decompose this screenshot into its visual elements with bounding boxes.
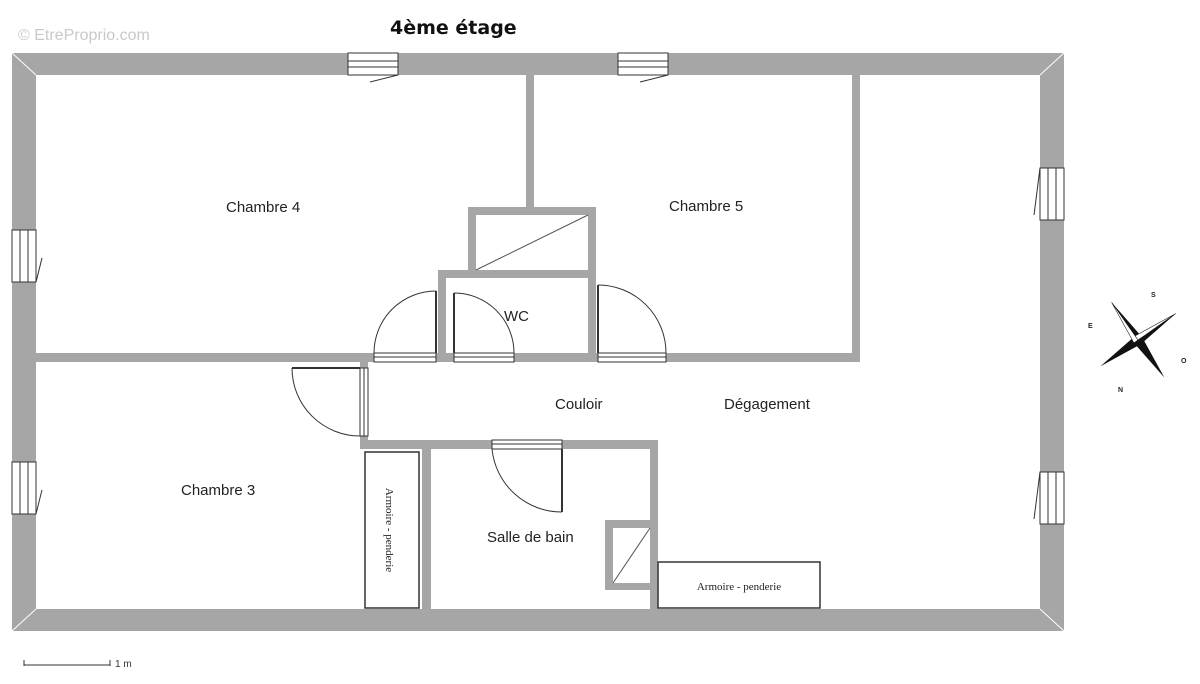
compass-s: S	[1151, 292, 1156, 299]
doors	[291, 284, 667, 513]
window-top-left	[347, 52, 399, 76]
room-wc: WC	[504, 308, 529, 325]
scale-bar: 1 m	[23, 659, 132, 670]
outer-walls	[11, 52, 1065, 632]
window-right-bottom	[1039, 471, 1065, 525]
window-left-top	[11, 229, 37, 283]
floor-title: 4ème étage	[390, 17, 517, 39]
windows	[11, 52, 1065, 525]
compass-rose: S O N E	[1088, 292, 1187, 394]
closet-diagonal	[475, 214, 589, 271]
armoire-horizontal-label: Armoire - penderie	[697, 581, 781, 593]
window-right-top	[1039, 167, 1065, 221]
armoire-vertical: Armoire - penderie	[364, 451, 420, 609]
armoire-vertical-label: Armoire - penderie	[383, 488, 395, 572]
scale-label: 1 m	[115, 659, 132, 670]
compass-o: O	[1181, 358, 1187, 365]
window-left-bottom	[11, 461, 37, 515]
room-chambre-3: Chambre 3	[181, 482, 255, 499]
room-couloir: Couloir	[555, 396, 603, 413]
room-salle-de-bain: Salle de bain	[487, 529, 574, 546]
compass-n: N	[1118, 387, 1123, 394]
compass-e: E	[1088, 323, 1093, 330]
room-chambre-4: Chambre 4	[226, 199, 300, 216]
watermark: © EtreProprio.com	[18, 27, 150, 44]
interior-walls	[36, 75, 860, 610]
armoire-horizontal: Armoire - penderie	[657, 561, 821, 609]
room-degagement: Dégagement	[724, 396, 811, 413]
window-top-right	[617, 52, 669, 76]
room-chambre-5: Chambre 5	[669, 198, 743, 215]
